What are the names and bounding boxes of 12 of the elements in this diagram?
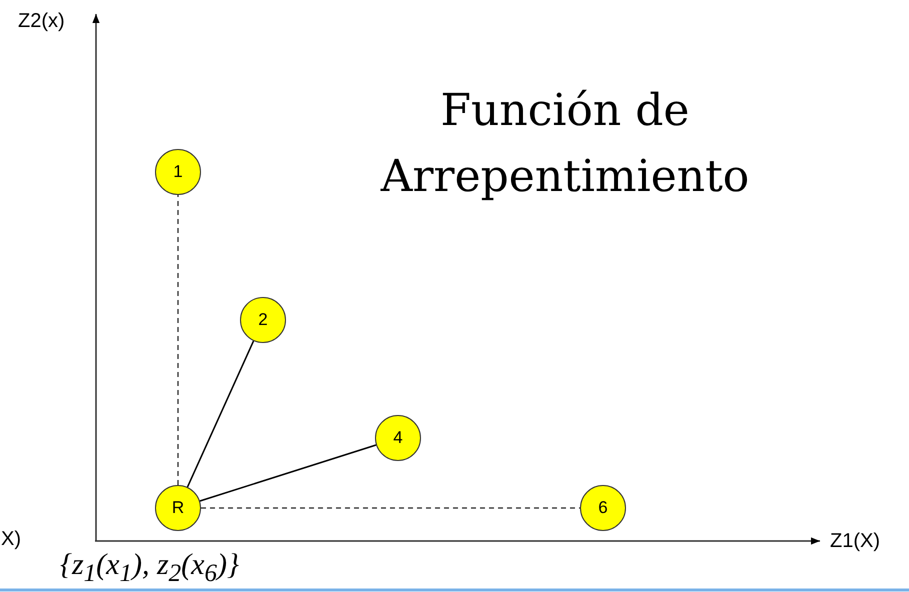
point-circle: 4 — [375, 415, 421, 461]
connector-line — [200, 444, 376, 502]
point-circle: 2 — [240, 297, 286, 343]
axis-label: Z2(x) — [18, 10, 65, 33]
point-circle: 6 — [580, 485, 626, 531]
connector-line — [186, 340, 254, 488]
axis-label: X) — [1, 528, 21, 551]
point-circle: 1 — [155, 149, 201, 195]
axis-label: Z1(X) — [830, 530, 880, 553]
point-circle: R — [155, 485, 201, 531]
formula-text: {z$_{1}$(x$_{1}$), z$_{2}$(x$_{6}$)} — [60, 548, 239, 588]
diagram-title: Función de Arrepentimiento — [380, 84, 750, 204]
